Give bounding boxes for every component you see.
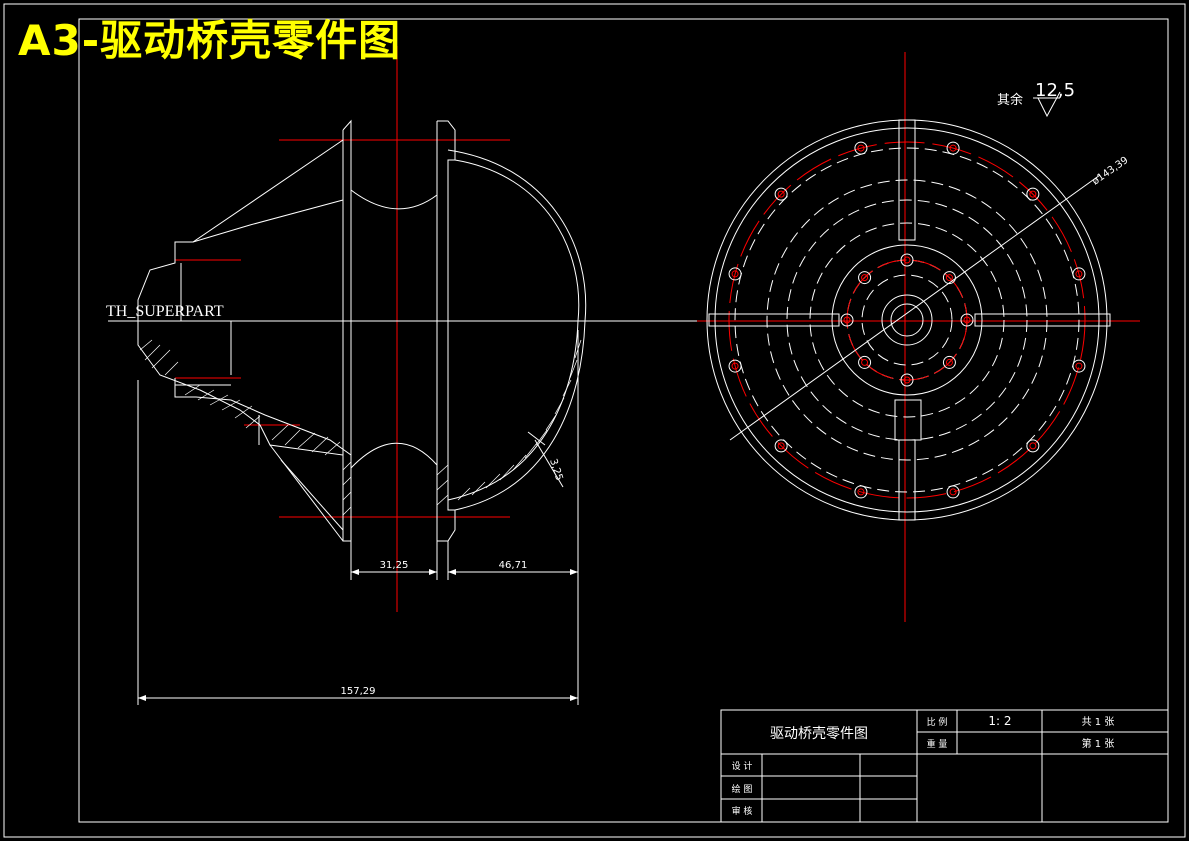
inner-frame [78,18,1169,823]
bolt-hole [840,313,854,327]
bolt-hole [728,267,742,281]
roughness-symbol [1037,91,1061,118]
bolt-hole-center [1029,190,1037,198]
bolt-hole [942,271,956,285]
bolt-hole [858,271,872,285]
sheets-total: 共 1 张 [1082,716,1115,728]
dimension-arrows [138,569,578,701]
bolt-hole-center [777,442,785,450]
bolt-hole-center [857,144,865,152]
dim-31-25: 31,25 [380,560,409,571]
bolt-hole [942,355,956,369]
bolt-hole-center [861,274,869,282]
end-view [697,52,1140,622]
bolt-hole-center [949,144,957,152]
bolt-hole [946,141,960,155]
bolt-hole [900,373,914,387]
section-view [108,46,697,612]
bolt-holes [728,141,1086,499]
bolt-hole-center [1029,442,1037,450]
bolt-hole [854,141,868,155]
watermark: TH_SUPERPART [106,303,224,320]
dim-diameter-143-39: ø143,39 [1090,155,1130,188]
bolt-hole [900,253,914,267]
dimension-lines [137,330,579,705]
title-block [720,709,1169,823]
bolt-hole [1072,359,1086,373]
bolt-hole [1026,187,1040,201]
dim-46-71: 46,71 [499,560,528,571]
section-hatching [139,339,582,516]
dim-3-25: 3,25 [547,458,564,483]
outer-frame [3,3,1186,838]
designer-label: 设 计 [732,760,753,772]
bolt-hole-center [963,316,971,324]
bolt-hole [1072,267,1086,281]
drafter-label: 绘 图 [732,783,753,795]
drawing-banner-title: A3-驱动桥壳零件图 [18,16,402,65]
bolt-hole-center [903,376,911,384]
bolt-hole-center [731,362,739,370]
bolt-hole-center [903,256,911,264]
weight-label: 重 量 [927,738,948,750]
roughness-value: 12,5 [1035,80,1075,101]
bolt-hole-center [949,488,957,496]
bolt-hole-center [857,488,865,496]
checker-label: 审 核 [732,805,753,817]
bolt-hole [1026,439,1040,453]
scale-label: 比 例 [927,716,948,728]
bolt-hole-center [1075,362,1083,370]
scale-value: 1: 2 [988,714,1011,728]
bolt-hole-center [731,270,739,278]
bolt-hole [854,485,868,499]
bolt-hole [728,359,742,373]
sheet-number: 第 1 张 [1082,737,1115,750]
bolt-hole-center [777,190,785,198]
roughness-prefix: 其余 [997,92,1023,108]
bolt-hole [858,355,872,369]
bolt-hole [960,313,974,327]
bolt-hole-center [843,316,851,324]
bolt-hole [946,485,960,499]
dim-157-29: 157,29 [341,686,376,697]
bolt-hole-center [1075,270,1083,278]
bolt-hole [774,187,788,201]
title-block-title: 驱动桥壳零件图 [770,725,868,742]
bolt-hole-center [945,358,953,366]
bolt-hole-center [945,274,953,282]
bolt-hole [774,439,788,453]
bolt-hole-center [861,358,869,366]
